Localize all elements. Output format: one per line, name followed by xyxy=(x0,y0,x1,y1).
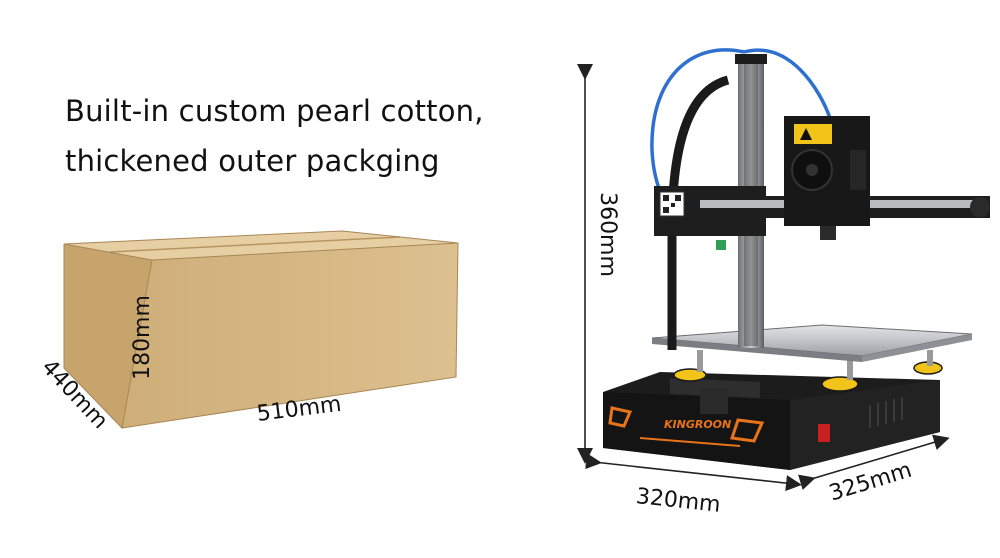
printer-width-arrow xyxy=(585,453,802,492)
printer-depth-arrow xyxy=(798,434,950,490)
headline-line-1: Built-in custom pearl cotton, xyxy=(65,94,484,128)
headline-line-2: thickened outer packging xyxy=(65,144,440,178)
cardboard-box xyxy=(63,230,459,429)
printer-height-label: 360mm xyxy=(594,192,620,277)
packaging-headline: Built-in custom pearl cotton, thickened … xyxy=(65,86,484,186)
3d-printer: KINGROON xyxy=(603,48,990,470)
power-switch-icon xyxy=(818,424,830,442)
printer-brand-label: KINGROON xyxy=(664,418,731,431)
box-height-label: 180mm xyxy=(129,295,155,380)
